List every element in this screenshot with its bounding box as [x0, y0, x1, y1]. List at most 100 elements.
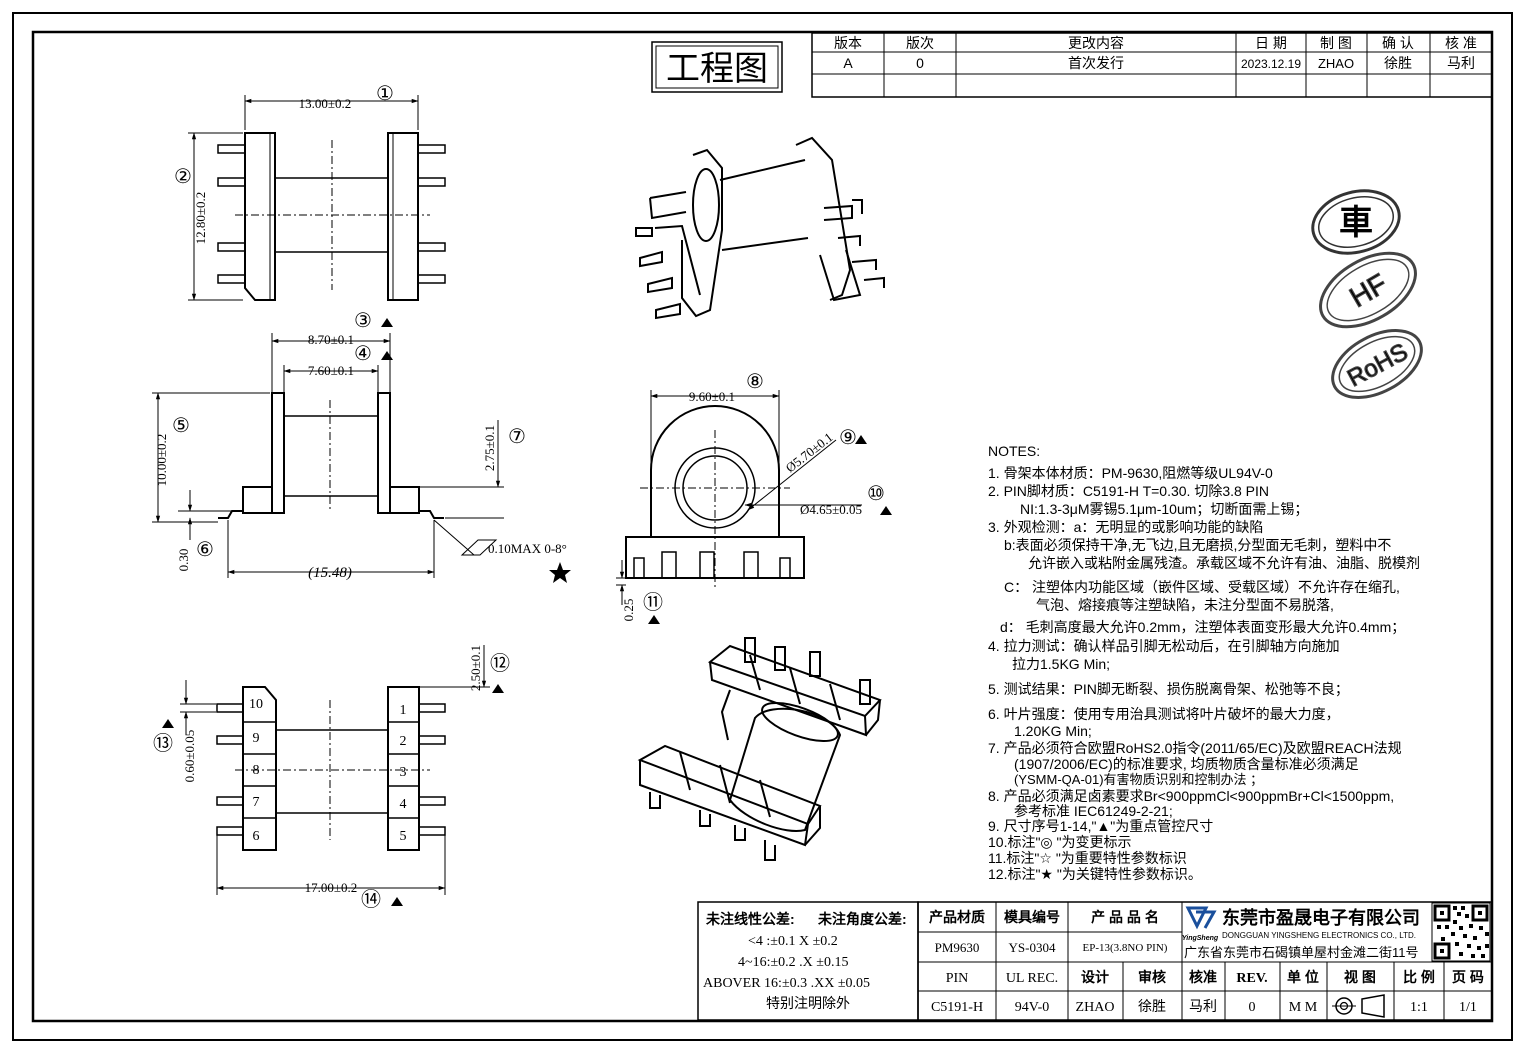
hf-mark-text: HF	[1344, 268, 1392, 314]
note-line: (YSMM-QA-01)有害物质识别和控制办法 ；	[1014, 772, 1263, 788]
tb-view-label: 视 图	[1344, 969, 1376, 985]
note-line: 3. 外观检测：a：无明显的或影响功能的缺陷	[988, 519, 1263, 535]
pin-label-5: 5	[400, 829, 407, 844]
flatness-value: 0.10MAX 0-8°	[488, 541, 567, 556]
note-line: 6. 叶片强度：使用专用治具测试将叶片破坏的最大力度，	[988, 706, 1340, 722]
top-view: 13.00±0.2 ① 12.80±0.2 ②	[174, 83, 446, 301]
dim-2-number: ②	[174, 166, 192, 188]
logo-wordmark: YingSheng	[1182, 935, 1219, 942]
key-triangle-icon	[381, 351, 393, 360]
note-line: 4. 拉力测试：确认样品引脚无松动后，在引脚轴方向施加	[988, 638, 1340, 654]
note-line: 拉力1.5KG Min;	[1012, 656, 1110, 672]
dim-5-value: 10.00±0.2	[154, 434, 169, 487]
tb-ul-value: 94V-0	[1015, 1000, 1050, 1015]
key-triangle-icon	[492, 684, 504, 693]
dim-4-value: 7.60±0.1	[308, 363, 354, 378]
note-line: 气泡、熔接痕等注塑缺陷，未注分型面不易脱落,	[1036, 597, 1334, 613]
tb-pin-label: PIN	[946, 971, 969, 986]
dim-5-number: ⑤	[172, 415, 190, 437]
note-line: NI:1.3-3μM雾锡5.1μm-10um；切断面需上锡；	[1020, 501, 1308, 518]
pin-label-8: 8	[253, 763, 260, 778]
rev-cell-date: 2023.12.19	[1241, 57, 1301, 71]
dim-14-number: ⑭	[361, 888, 381, 911]
tb-product-label: 产 品 品 名	[1091, 909, 1159, 925]
tb-mold-value: YS-0304	[1009, 940, 1056, 955]
tb-pin-value: C5191-H	[931, 1000, 983, 1015]
dim-3-value: 8.70±0.1	[308, 332, 354, 347]
note-line: 12.标注"★ "为关键特性参数标识。	[988, 866, 1202, 882]
tb-design-label: 设计	[1081, 969, 1109, 985]
tb-design-value: ZHAO	[1076, 1000, 1115, 1015]
tb-review-label: 审核	[1138, 969, 1166, 985]
rev-header-version: 版本	[834, 35, 862, 51]
dim-9-number: ⑨	[839, 427, 857, 449]
tol-row-3: ABOVER 16:±0.3 .XX ±0.05	[703, 976, 870, 991]
key-triangle-icon	[880, 506, 892, 515]
dim-11-value: 0.25	[621, 599, 636, 622]
title-box: 工程图	[651, 41, 783, 93]
pin-label-7: 7	[253, 795, 260, 810]
tb-scale-label: 比 例	[1403, 969, 1435, 985]
rev-cell-drawn: ZHAO	[1318, 56, 1354, 71]
rev-header-approve: 核 准	[1445, 35, 1477, 51]
company-name-en: DONGGUAN YINGSHENG ELECTRONICS CO., LTD.	[1222, 931, 1416, 940]
dim-6-value: 0.30	[176, 549, 191, 572]
rev-header-confirm: 确 认	[1382, 35, 1414, 51]
dim-8-value: 9.60±0.1	[689, 389, 735, 404]
rev-cell-change: 首次发行	[1068, 55, 1124, 71]
tol-footer: 特别注明除外	[766, 995, 850, 1011]
inner-border	[31, 30, 1494, 1023]
dim-12-value: 2.50±0.1	[468, 645, 483, 691]
side-view: 8.70±0.1 ③ 7.60±0.1 ④ 10.00±0.2 ⑤ 0.30 ⑥…	[152, 310, 571, 583]
dim-10-number: ⑩	[867, 483, 885, 505]
dim-13-value: 0.60±0.05	[182, 730, 197, 783]
isometric-view-top	[635, 136, 885, 320]
note-line: 7. 产品必须符合欧盟RoHS2.0指令(2011/65/EC)及欧盟REACH…	[988, 740, 1402, 756]
note-line: C： 注塑体内功能区域（嵌件区域、受载区域）不允许存在缩孔,	[1004, 579, 1400, 595]
note-line: 参考标准 IEC61249-2-21;	[1014, 803, 1173, 819]
tol-header-angle: 未注角度公差:	[818, 911, 907, 927]
dim-9-value: Ø5.70±0.1	[783, 429, 836, 475]
note-line: 允许嵌入或粘附金属残渣。承载区域不允许有油、油脂、脱模剂	[1028, 555, 1420, 571]
pin-label-9: 9	[253, 731, 260, 746]
tb-rev-label: REV.	[1236, 971, 1267, 986]
note-line: b:表面必须保持干净,无飞边,且无磨损,分型面无毛刺，塑料中不	[1004, 537, 1391, 553]
dim-7-value: 2.75±0.1	[482, 425, 497, 471]
tb-material-value: PM9630	[935, 940, 980, 955]
note-line: 9. 尺寸序号1-14,"▲"为重点管控尺寸	[988, 818, 1213, 834]
tol-row-1: <4 :±0.1 X ±0.2	[748, 934, 838, 949]
key-triangle-icon	[648, 615, 660, 624]
outer-border	[12, 12, 1513, 1041]
qr-code	[1431, 902, 1491, 962]
notes-heading: NOTES:	[988, 443, 1040, 459]
dim-14-value: 17.00±0.2	[305, 880, 358, 895]
pin-label-10: 10	[249, 697, 263, 712]
key-star-icon	[549, 562, 571, 583]
tb-product-value: EP-13(3.8NO PIN)	[1083, 942, 1168, 954]
tb-mold-label: 模具编号	[1004, 909, 1060, 925]
key-triangle-icon	[162, 719, 174, 728]
key-triangle-icon	[391, 897, 403, 906]
car-mark-text: 車	[1339, 204, 1373, 242]
rev-header-drawn: 制 图	[1320, 35, 1352, 51]
dim-13-number: ⑬	[153, 732, 173, 755]
tb-ul-label: UL REC.	[1006, 971, 1058, 986]
note-line: 5. 测试结果：PIN脚无断裂、损伤脱离骨架、松弛等不良；	[988, 681, 1349, 698]
tb-approve-value: 马利	[1189, 998, 1217, 1014]
rev-cell-edition: 0	[916, 55, 924, 71]
tb-page-label: 页 码	[1452, 969, 1484, 985]
dim-1-value: 13.00±0.2	[299, 96, 352, 111]
dim-2-value: 12.80±0.2	[193, 192, 208, 245]
tol-header-linear: 未注线性公差:	[706, 911, 795, 927]
note-line: d： 毛刺高度最大允许0.2mm，注塑体表面变形最大允许0.4mm；	[1000, 619, 1405, 636]
key-triangle-icon	[381, 318, 393, 327]
notes: NOTES: 1. 骨架本体材质：PM-9630,阻燃等级UL94V-0 2. …	[988, 443, 1420, 882]
note-line: 11.标注"☆ "为重要特性参数标识	[988, 850, 1187, 866]
projection-symbol-icon	[1332, 994, 1385, 1018]
company-name-cn: 东莞市盈晟电子有限公司	[1222, 907, 1420, 928]
rev-header-edition: 版次	[906, 35, 934, 51]
title-block: 产品材质 模具编号 产 品 品 名 PM9630 YS-0304 EP-13(3…	[917, 901, 1493, 1021]
isometric-view-bottom	[637, 637, 882, 861]
bottom-view: 10 9 8 7 6 1 2 3 4 5 2.50±0.1 ⑫ 0.60±0.0…	[153, 645, 510, 911]
rev-header-date: 日 期	[1255, 35, 1287, 51]
